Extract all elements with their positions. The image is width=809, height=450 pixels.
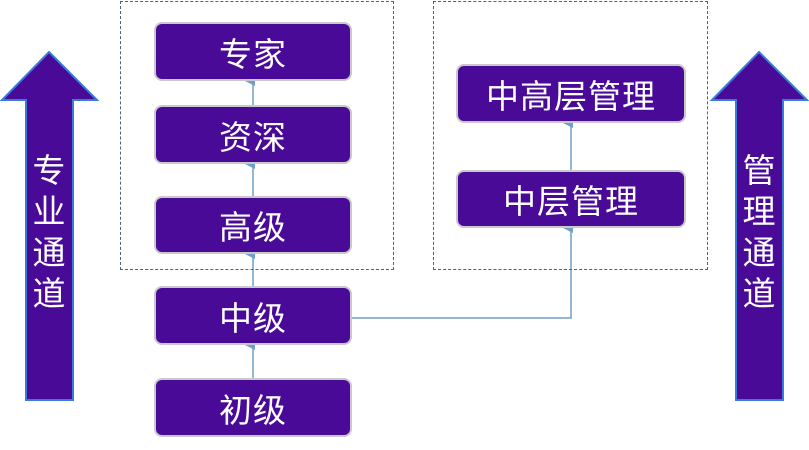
node-expert: 专家 — [154, 22, 352, 81]
track-char: 道 — [742, 274, 776, 313]
track-char: 业 — [32, 192, 66, 231]
professional-track-label: 专 业 通 道 — [29, 150, 69, 314]
track-char: 道 — [32, 274, 66, 313]
management-track-label: 管 理 通 道 — [739, 150, 779, 314]
node-high: 高级 — [154, 196, 352, 254]
track-char: 通 — [742, 233, 776, 272]
arrow-up-icon — [709, 50, 809, 401]
management-track-arrow — [709, 50, 809, 401]
node-mid-high-management: 中高层管理 — [456, 64, 686, 123]
connector-middle-to-mid-mgmt — [350, 223, 573, 319]
node-junior: 初级 — [154, 378, 352, 437]
node-mid-management: 中层管理 — [456, 170, 686, 228]
professional-track-arrow — [0, 50, 100, 401]
professional-advanced-group — [120, 1, 394, 270]
management-group — [433, 1, 708, 270]
track-char: 管 — [742, 151, 776, 190]
track-char: 专 — [32, 151, 66, 190]
node-middle: 中级 — [154, 286, 352, 345]
node-senior: 资深 — [154, 105, 352, 164]
track-char: 通 — [32, 233, 66, 272]
track-char: 理 — [742, 192, 776, 231]
arrow-up-icon — [0, 50, 100, 401]
